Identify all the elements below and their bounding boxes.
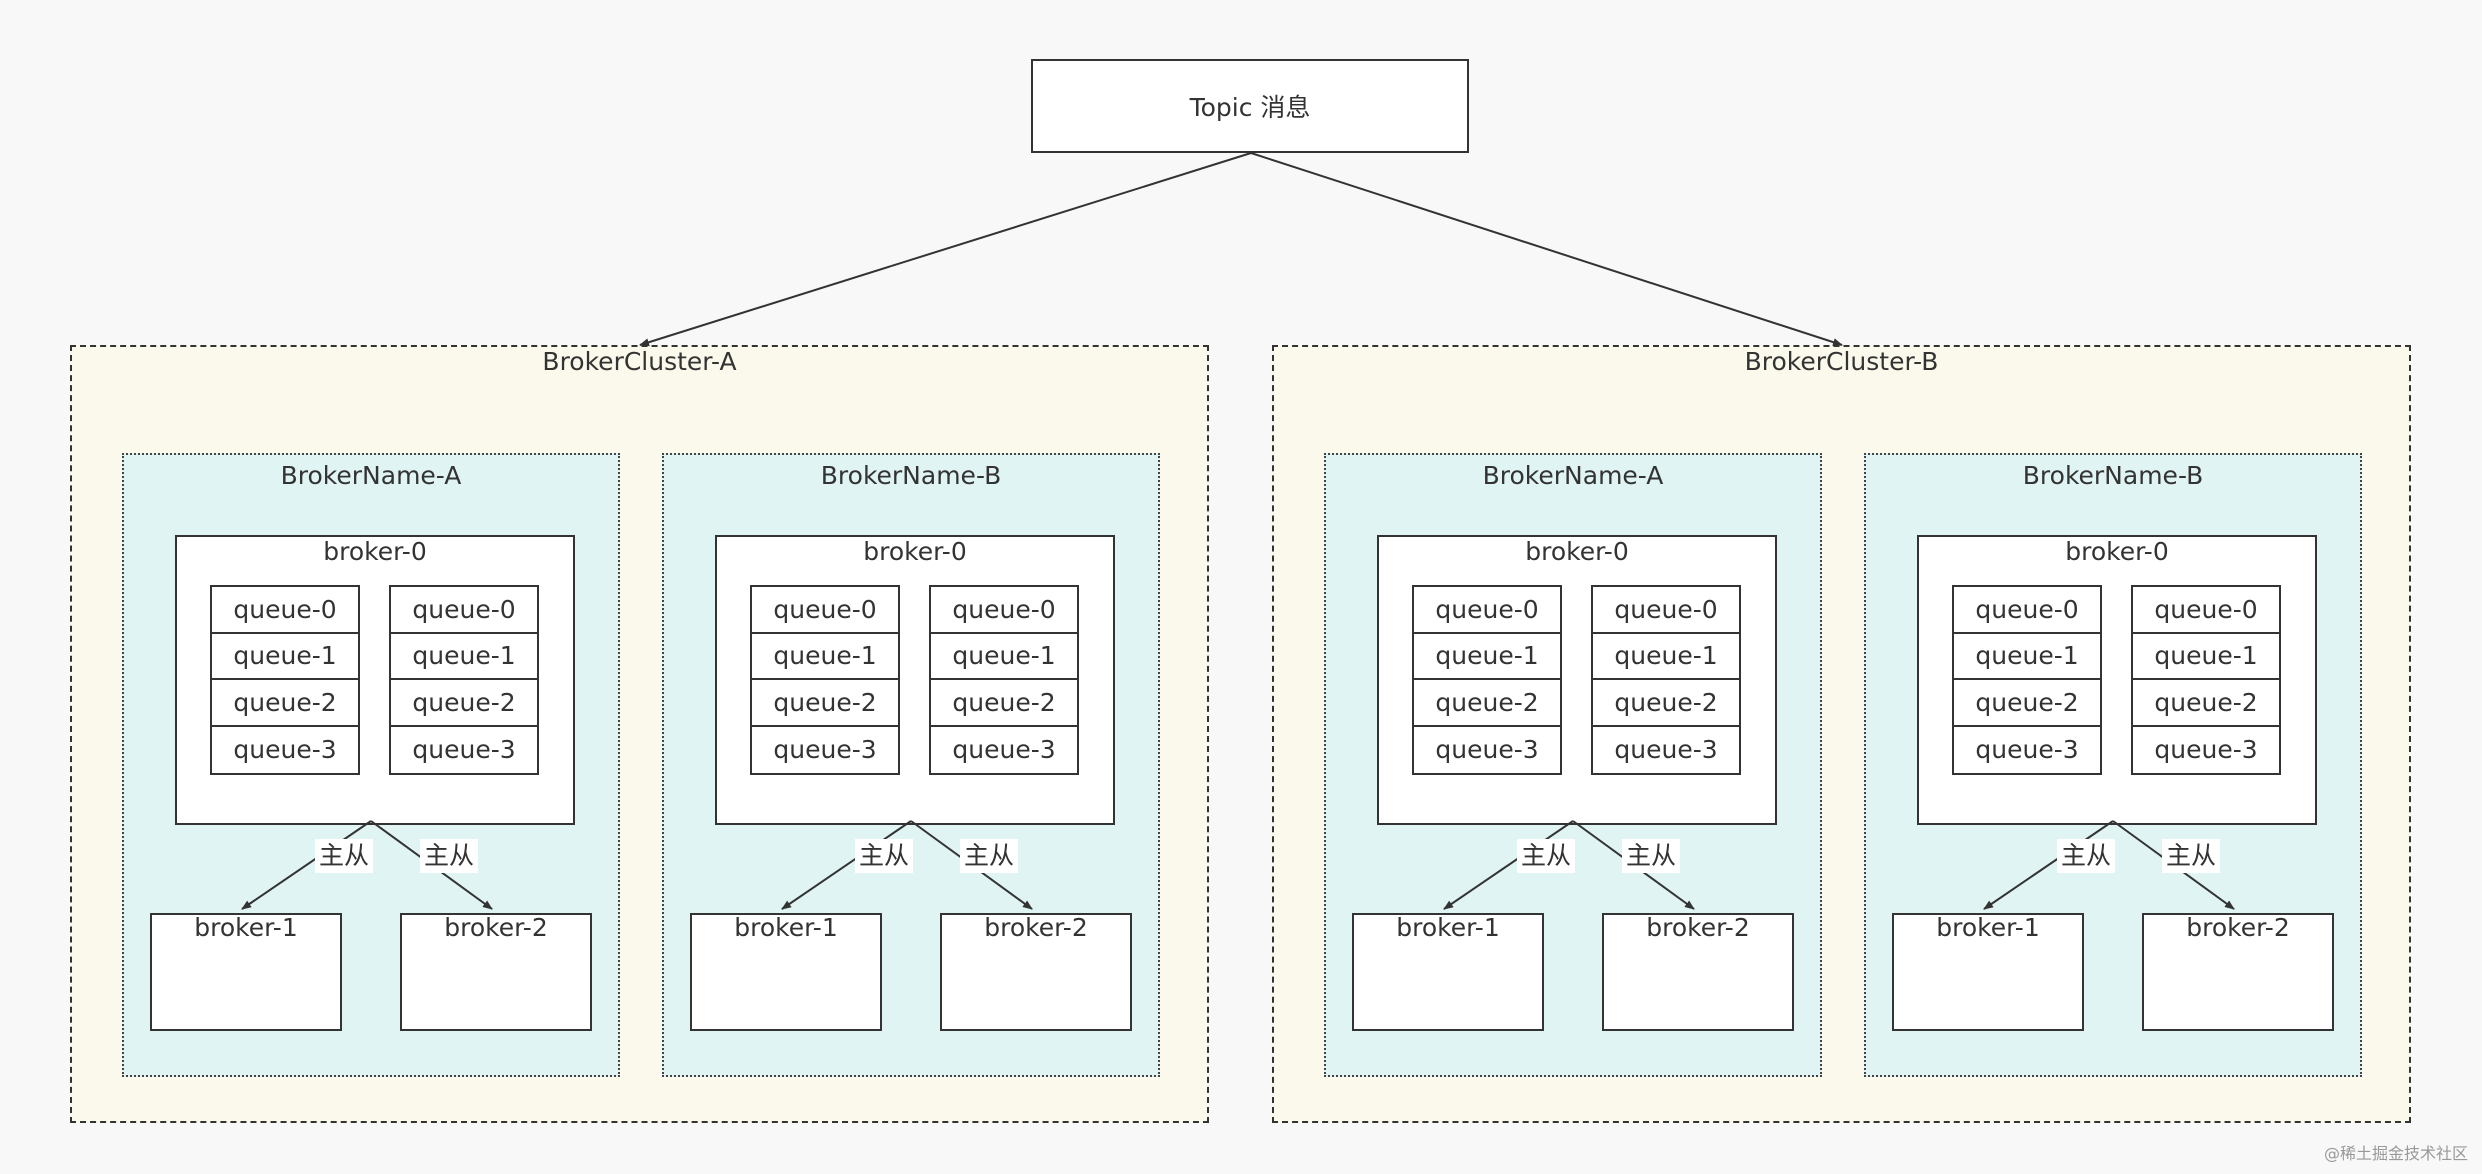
queue-cell: queue-3: [1614, 735, 1718, 765]
queue-cell: queue-0: [391, 587, 537, 634]
queue-cell: queue-3: [412, 735, 516, 765]
slave-broker-title: broker-2: [984, 913, 1088, 942]
master-slave-label: 主从: [1622, 839, 1681, 873]
queue-cell: queue-0: [1414, 587, 1560, 634]
queue-cell: queue-0: [2133, 587, 2279, 634]
slave-broker-title: broker-2: [1646, 913, 1750, 942]
broker-cluster: BrokerCluster-A BrokerName-A broker-0 queue…: [70, 345, 1209, 1123]
queue-cell: queue-1: [1414, 634, 1560, 680]
slave-broker: broker-2: [940, 913, 1132, 1031]
queue-cell: queue-3: [233, 735, 337, 765]
master-slave-label: 主从: [1517, 839, 1576, 873]
slave-broker: broker-2: [1602, 913, 1794, 1031]
master-slave-label: 主从: [420, 839, 479, 873]
queue-cell: queue-0: [212, 587, 358, 634]
slave-broker-title: broker-1: [734, 913, 838, 942]
slave-broker: broker-1: [1352, 913, 1544, 1031]
cluster-title: BrokerCluster-B: [1744, 347, 1939, 376]
queue-cell: queue-2: [391, 680, 537, 727]
queue-cell: queue-1: [1954, 634, 2100, 680]
slave-broker-title: broker-2: [2186, 913, 2290, 942]
queue-cell: queue-2: [931, 680, 1077, 727]
slave-broker: broker-1: [150, 913, 342, 1031]
master-slave-label: 主从: [855, 839, 914, 873]
queue-cell: queue-3: [2154, 735, 2258, 765]
broker-name-title: BrokerName-B: [2022, 461, 2204, 490]
queue-cell: queue-1: [212, 634, 358, 680]
queue-cell: queue-2: [1954, 680, 2100, 727]
queue-cell: queue-1: [931, 634, 1077, 680]
broker-name-title: BrokerName-B: [820, 461, 1002, 490]
broker-name-title: BrokerName-A: [1482, 461, 1664, 490]
master-broker-title: broker-0: [863, 537, 967, 566]
slave-broker: broker-2: [2142, 913, 2334, 1031]
slave-broker-title: broker-1: [1396, 913, 1500, 942]
queue-cell: queue-2: [1414, 680, 1560, 727]
master-slave-label: 主从: [315, 839, 374, 873]
queue-cell: queue-2: [752, 680, 898, 727]
queue-cell: queue-2: [1593, 680, 1739, 727]
queue-cell: queue-0: [931, 587, 1077, 634]
queue-cell: queue-3: [773, 735, 877, 765]
topic-label: Topic 消息: [1189, 93, 1311, 122]
master-slave-label: 主从: [2057, 839, 2116, 873]
broker-name-title: BrokerName-A: [280, 461, 462, 490]
slave-broker-title: broker-1: [194, 913, 298, 942]
queue-cell: queue-1: [1593, 634, 1739, 680]
queue-cell: queue-3: [1975, 735, 2079, 765]
slave-broker: broker-2: [400, 913, 592, 1031]
broker-cluster: BrokerCluster-B BrokerName-A broker-0 queue…: [1272, 345, 2411, 1123]
queue-cell: queue-0: [752, 587, 898, 634]
slave-broker: broker-1: [690, 913, 882, 1031]
queue-cell: queue-0: [1593, 587, 1739, 634]
watermark: @稀土掘金技术社区: [2323, 1144, 2468, 1163]
master-slave-label: 主从: [2162, 839, 2221, 873]
queue-cell: queue-1: [2133, 634, 2279, 680]
queue-cell: queue-2: [212, 680, 358, 727]
master-broker-title: broker-0: [323, 537, 427, 566]
queue-cell: queue-0: [1954, 587, 2100, 634]
queue-cell: queue-1: [391, 634, 537, 680]
cluster-title: BrokerCluster-A: [542, 347, 737, 376]
slave-broker: broker-1: [1892, 913, 2084, 1031]
topic-to-cluster-arrow: [639, 152, 1252, 347]
topic-message-node: Topic 消息: [1031, 59, 1469, 153]
queue-cell: queue-3: [1435, 735, 1539, 765]
master-broker-title: broker-0: [1525, 537, 1629, 566]
topic-to-cluster-arrow: [1250, 152, 1843, 347]
queue-cell: queue-3: [952, 735, 1056, 765]
queue-cell: queue-1: [752, 634, 898, 680]
queue-cell: queue-2: [2133, 680, 2279, 727]
master-slave-label: 主从: [960, 839, 1019, 873]
master-broker-title: broker-0: [2065, 537, 2169, 566]
slave-broker-title: broker-2: [444, 913, 548, 942]
slave-broker-title: broker-1: [1936, 913, 2040, 942]
